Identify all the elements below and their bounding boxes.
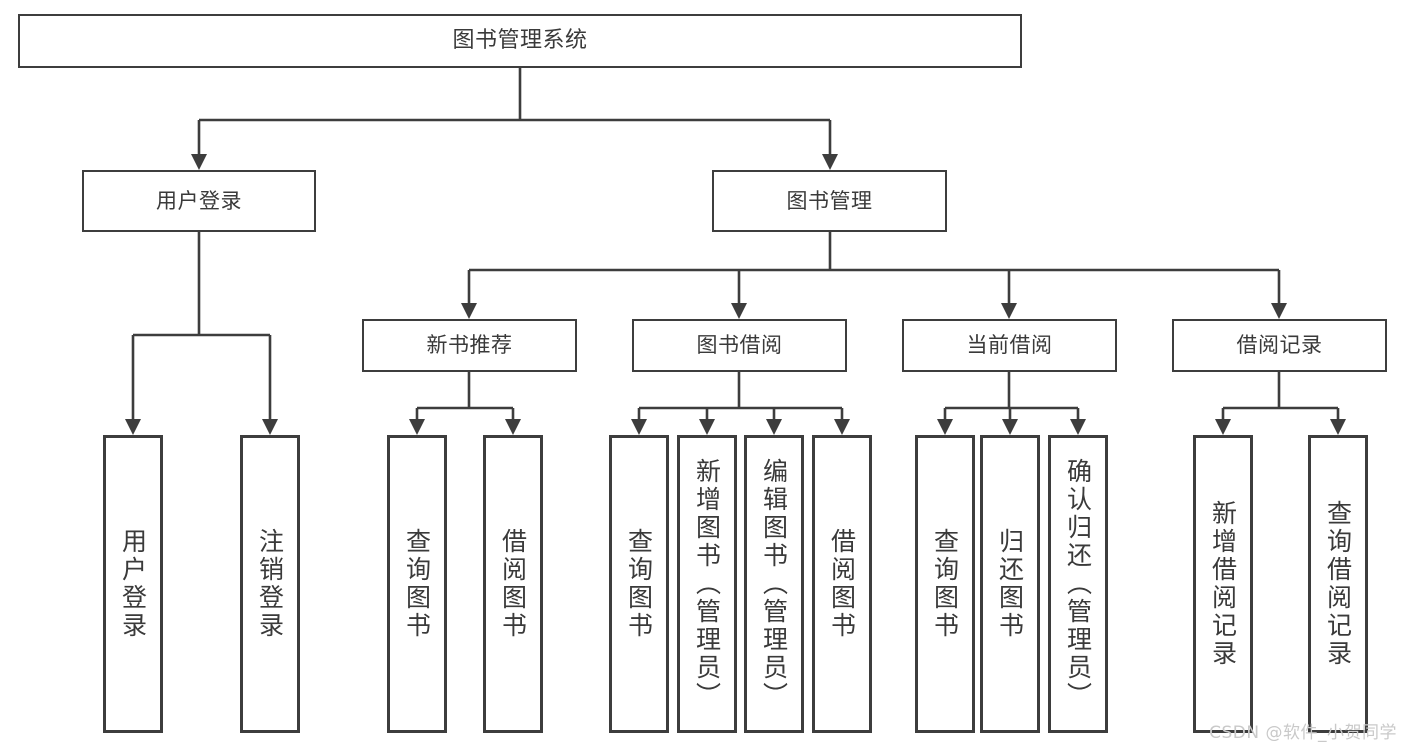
node-leaf-logout[interactable]: 注销登录 [240,435,300,733]
node-borrow-record[interactable]: 借阅记录 [1172,319,1387,372]
node-leaf-user-login[interactable]: 用户登录 [103,435,163,733]
arrow-bookborrow-child4 [834,419,850,435]
node-label: 新增借阅记录 [1208,500,1238,668]
node-user-login[interactable]: 用户登录 [82,170,316,232]
node-label: 查询图书 [930,528,960,640]
arrow-bookborrow-child3 [766,419,782,435]
node-label: 借阅记录 [1236,333,1323,358]
node-book-management[interactable]: 图书管理 [712,170,947,232]
arrow-bookborrow-child2 [699,419,715,435]
node-label: 图书管理系统 [452,28,588,54]
node-label: 用户登录 [118,528,148,640]
arrow-bookborrow-child1 [631,419,647,435]
node-label: 新增图书（管理员） [692,458,722,710]
node-leaf-confirm-return-admin[interactable]: 确认归还（管理员） [1048,435,1108,733]
node-leaf-borrow-book[interactable]: 借阅图书 [812,435,872,733]
node-new-book-recommend[interactable]: 新书推荐 [362,319,577,372]
node-leaf-add-borrow-record[interactable]: 新增借阅记录 [1193,435,1253,733]
arrow-userlogin-child1 [125,419,141,435]
node-label: 查询图书 [624,528,654,640]
node-current-borrow[interactable]: 当前借阅 [902,319,1117,372]
node-root-book-management-system[interactable]: 图书管理系统 [18,14,1022,68]
node-label: 新书推荐 [426,333,513,358]
node-leaf-add-book-admin[interactable]: 新增图书（管理员） [677,435,737,733]
node-leaf-query-borrow-record[interactable]: 查询借阅记录 [1308,435,1368,733]
node-label: 注销登录 [255,528,285,640]
node-label: 借阅图书 [498,528,528,640]
node-leaf-query-book-recommend[interactable]: 查询图书 [387,435,447,733]
node-label: 当前借阅 [966,333,1053,358]
arrow-to-currentborrow [1001,303,1017,319]
arrow-currentborrow-child2 [1002,419,1018,435]
node-label: 查询借阅记录 [1323,500,1353,668]
arrow-newbook-child2 [505,419,521,435]
arrow-to-borrowrecord [1271,303,1287,319]
node-label: 借阅图书 [827,528,857,640]
node-label: 图书管理 [786,188,873,213]
arrow-userlogin-child2 [262,419,278,435]
node-leaf-edit-book-admin[interactable]: 编辑图书（管理员） [744,435,804,733]
arrow-borrowrecord-child2 [1330,419,1346,435]
node-label: 归还图书 [995,528,1025,640]
arrow-to-bookborrow [731,303,747,319]
arrow-borrowrecord-child1 [1215,419,1231,435]
arrow-newbook-child1 [409,419,425,435]
node-label: 用户登录 [156,188,242,213]
arrow-to-book-manage [822,154,838,170]
node-book-borrow[interactable]: 图书借阅 [632,319,847,372]
arrow-currentborrow-child1 [937,419,953,435]
node-leaf-return-book[interactable]: 归还图书 [980,435,1040,733]
node-label: 编辑图书（管理员） [759,458,789,710]
node-leaf-borrow-book-recommend[interactable]: 借阅图书 [483,435,543,733]
arrow-currentborrow-child3 [1070,419,1086,435]
node-leaf-query-book-borrow[interactable]: 查询图书 [609,435,669,733]
node-leaf-query-book-current[interactable]: 查询图书 [915,435,975,733]
node-label: 查询图书 [402,528,432,640]
arrow-to-newbook [461,303,477,319]
arrow-to-user-login [191,154,207,170]
node-label: 图书借阅 [696,333,783,358]
node-label: 确认归还（管理员） [1063,458,1093,710]
